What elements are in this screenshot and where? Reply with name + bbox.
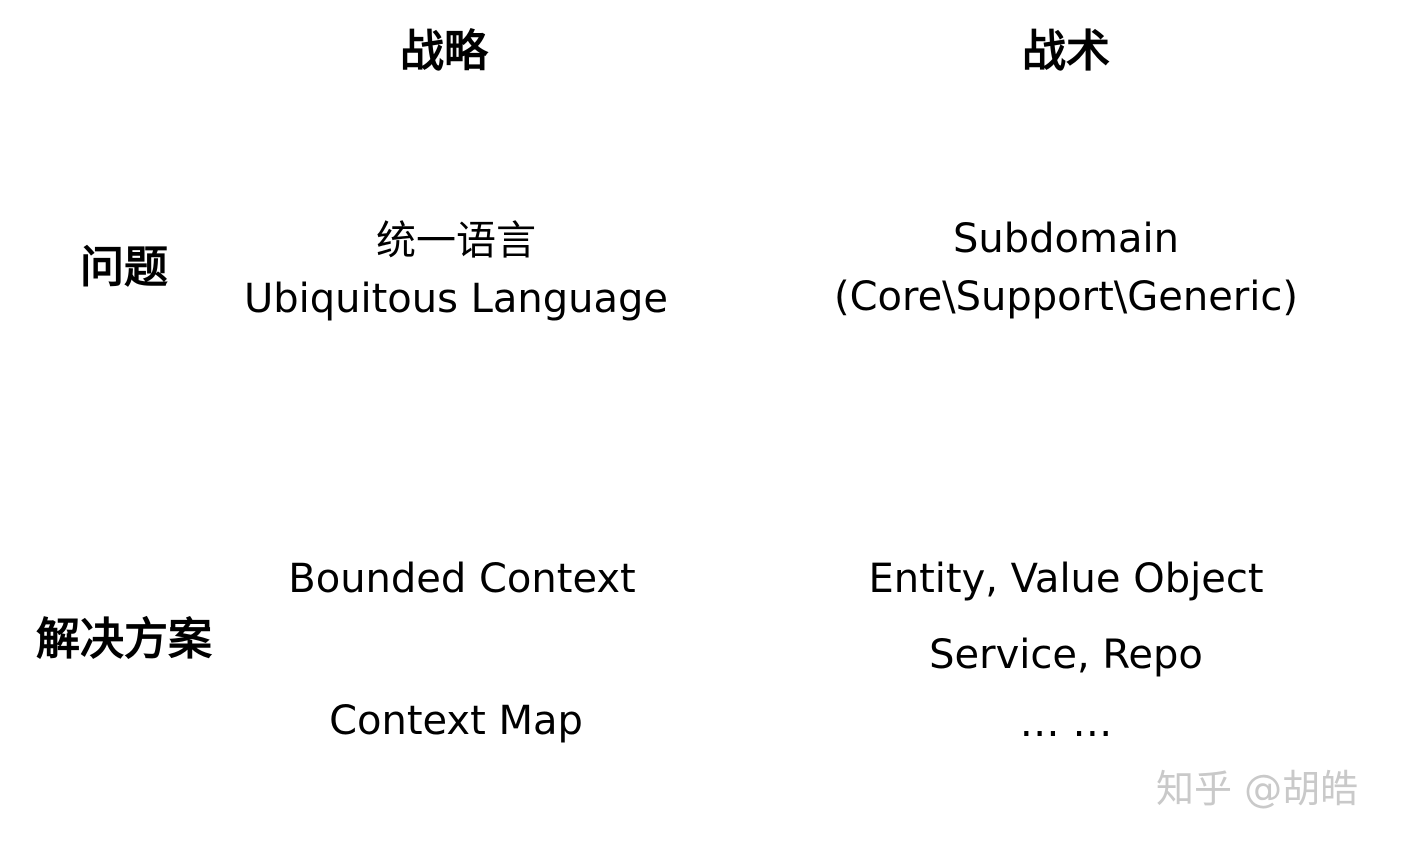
cell-text-context-map: Context Map [329, 698, 583, 744]
cell-text-unified-language-cn: 统一语言 [376, 218, 536, 264]
watermark-text: 知乎 @胡皓 [1156, 767, 1359, 811]
cell-problem-strategy: 统一语言 Ubiquitous Language [226, 212, 686, 328]
column-header-tactics: 战术 [1022, 26, 1110, 77]
cell-text-ubiquitous-language: Ubiquitous Language [243, 276, 669, 322]
cell-text-bounded-context: Bounded Context [288, 556, 636, 602]
cell-problem-tactics: Subdomain (Core\Support\Generic) [816, 210, 1316, 326]
cell-text-ellipsis: … … [1019, 700, 1113, 746]
row-header-problem: 问题 [80, 242, 168, 293]
cell-text-entity-value-object: Entity, Value Object [868, 556, 1264, 602]
cell-text-subdomain: Subdomain [953, 216, 1179, 262]
cell-text-subdomain-types: (Core\Support\Generic) [834, 274, 1298, 320]
column-header-strategy: 战略 [400, 26, 488, 77]
row-header-solution: 解决方案 [36, 614, 212, 665]
cell-text-service-repo: Service, Repo [929, 632, 1203, 678]
